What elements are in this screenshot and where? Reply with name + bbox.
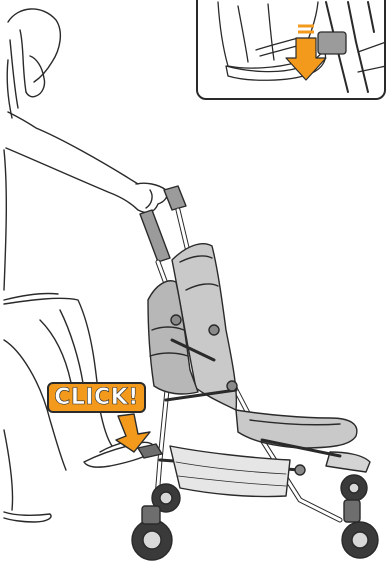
stroller-wheel-front-right <box>341 475 367 501</box>
stroller-seat <box>236 410 357 448</box>
person-shoulder <box>8 112 138 184</box>
stroller-handle-grip <box>140 210 170 262</box>
stroller <box>132 186 378 560</box>
stroller-hinge-4 <box>295 465 305 475</box>
person-torso <box>4 150 58 300</box>
detail-inset-panel <box>196 0 386 100</box>
person-hair <box>7 9 60 118</box>
click-callout-badge: CLICK! <box>47 382 146 413</box>
stroller-hinge <box>171 315 181 325</box>
stroller-wheel-front-left <box>342 522 378 558</box>
stroller-wheel-rear-left <box>132 520 172 560</box>
inset-hinge-block <box>318 32 346 54</box>
person-figure <box>4 9 167 522</box>
stroller-wheel-housing-2 <box>344 500 360 522</box>
click-callout-label: CLICK! <box>54 385 139 410</box>
person-standing-leg <box>4 430 51 522</box>
person-arm <box>6 148 138 210</box>
detail-inset-drawing <box>198 0 386 100</box>
person-hand <box>136 183 167 212</box>
stroller-hinge-2 <box>209 325 219 335</box>
stroller-hinge-3 <box>227 381 237 391</box>
stroller-handle-grip-2 <box>164 186 186 210</box>
stroller-wheel-housing <box>142 506 160 524</box>
